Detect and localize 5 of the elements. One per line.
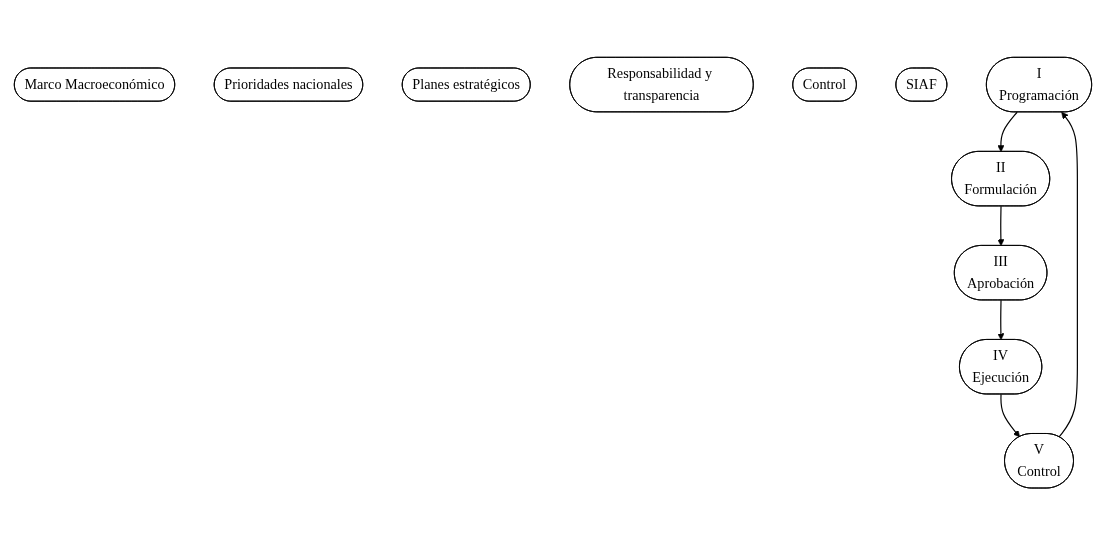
arrow — [997, 206, 1005, 247]
arrow — [997, 111, 1018, 153]
arrow — [997, 300, 1005, 341]
arrow — [1058, 112, 1078, 438]
arrow — [1000, 394, 1020, 438]
